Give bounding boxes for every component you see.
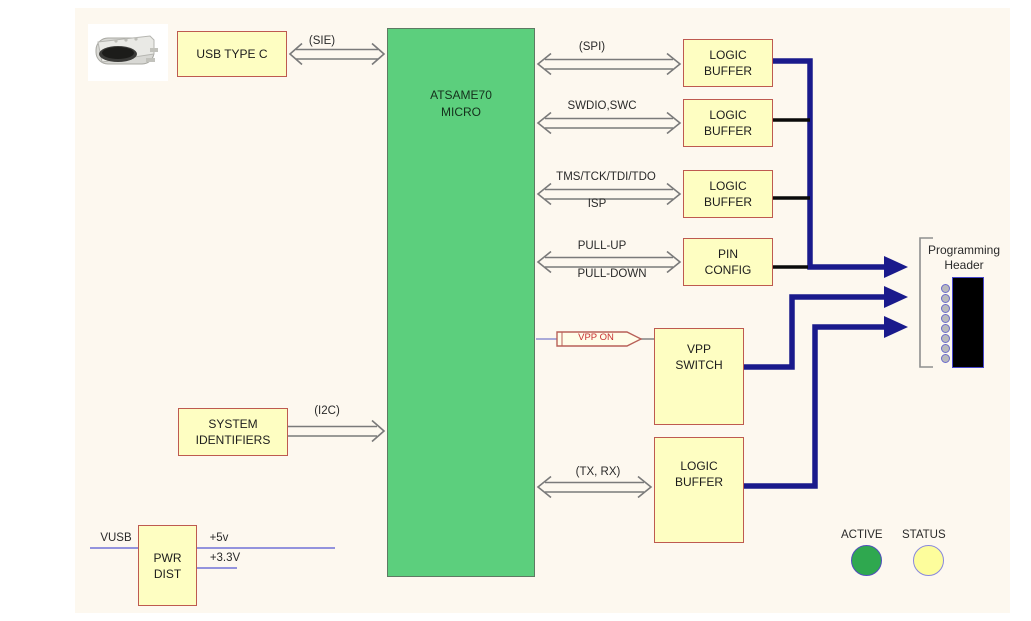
- block-label-line1: LOGIC: [709, 108, 747, 122]
- label-vusb: VUSB: [100, 532, 132, 544]
- block-label-line2: DIST: [153, 566, 182, 581]
- header-pin: [941, 324, 950, 333]
- arrow-txrx: [536, 475, 653, 499]
- block-label-line2: IDENTIFIERS: [195, 433, 271, 447]
- header-pin: [941, 294, 950, 303]
- programming-header-line1: Programming: [927, 243, 1001, 257]
- block-logic-buffer-spi: LOGIC BUFFER: [683, 39, 773, 87]
- arrow-pullup-pulldown: [536, 250, 682, 274]
- arrow-i2c: [288, 419, 386, 443]
- arrow-swdio: [536, 111, 682, 135]
- block-label-line1: LOGIC: [680, 459, 718, 473]
- arrow-sie: [288, 42, 386, 66]
- block-usb-type-c: USB TYPE C: [177, 31, 287, 77]
- label-jtag: TMS/TCK/TDI/TDO: [556, 171, 656, 183]
- block-label-line1: PWR: [153, 550, 182, 565]
- diagram-background: [75, 8, 1010, 613]
- header-pin: [941, 334, 950, 343]
- block-label-line2: BUFFER: [704, 195, 752, 209]
- block-label-line1: VPP: [686, 342, 711, 356]
- header-pin: [941, 284, 950, 293]
- label-txrx: (TX, RX): [575, 466, 621, 478]
- header-pin: [941, 344, 950, 353]
- block-label-line1: LOGIC: [709, 48, 747, 62]
- block-label-line1: ATSAME70: [430, 88, 492, 102]
- header-pin: [941, 354, 950, 363]
- arrow-spi: [536, 52, 682, 76]
- block-logic-buffer-uart: LOGIC BUFFER: [654, 437, 744, 543]
- block-pin-config: PIN CONFIG: [683, 238, 773, 286]
- block-label-line2: BUFFER: [704, 124, 752, 138]
- label-pull-up: PULL-UP: [577, 240, 627, 252]
- active-led: [851, 545, 882, 576]
- label-spi: (SPI): [578, 41, 606, 53]
- block-vpp-switch: VPP SWITCH: [654, 328, 744, 425]
- label-sie: (SIE): [308, 35, 336, 47]
- block-label-line2: SWITCH: [675, 358, 723, 372]
- label-active: ACTIVE: [841, 529, 883, 541]
- block-label-line2: BUFFER: [704, 64, 752, 78]
- block-label-line2: CONFIG: [704, 263, 752, 277]
- programming-header-label: Programming Header: [918, 243, 1010, 273]
- label-pull-down: PULL-DOWN: [577, 268, 647, 280]
- label-i2c: (I2C): [314, 405, 340, 417]
- block-label-line1: LOGIC: [709, 179, 747, 193]
- label-isp: ISP: [587, 198, 607, 210]
- header-pin: [941, 314, 950, 323]
- block-pwr-dist: PWR DIST: [138, 525, 197, 606]
- block-label: USB TYPE C: [196, 47, 268, 61]
- programming-header-line2: Header: [944, 258, 984, 272]
- header-pin: [941, 304, 950, 313]
- block-label-line1: SYSTEM: [208, 417, 258, 431]
- block-label-line2: BUFFER: [675, 475, 723, 489]
- block-label-line1: PIN: [717, 247, 738, 261]
- net-label-vpp-on: VPP ON: [578, 332, 614, 343]
- block-logic-buffer-swd: LOGIC BUFFER: [683, 99, 773, 147]
- status-led: [913, 545, 944, 576]
- label-swdio: SWDIO,SWC: [567, 100, 637, 112]
- block-system-identifiers: SYSTEM IDENTIFIERS: [178, 408, 288, 456]
- block-label-line2: MICRO: [441, 105, 481, 119]
- usb-connector-photo: [88, 24, 168, 81]
- label-status: STATUS: [902, 529, 946, 541]
- block-atsame70-micro: ATSAME70 MICRO: [387, 28, 535, 577]
- label-3v3: +3.3V: [209, 552, 241, 564]
- label-5v: +5v: [209, 532, 229, 544]
- programming-header-body: [952, 277, 984, 368]
- block-logic-buffer-jtag: LOGIC BUFFER: [683, 170, 773, 218]
- arrow-jtag-isp: [536, 182, 682, 206]
